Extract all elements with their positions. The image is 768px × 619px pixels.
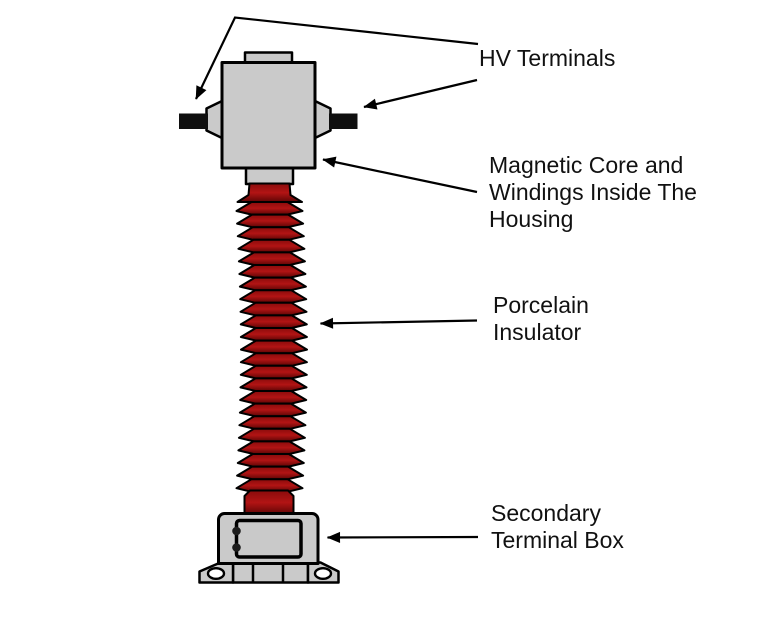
arrow-to-porcelain-insulator (319, 317, 478, 329)
insulator-shed (239, 352, 308, 367)
callout-arrows (195, 16, 479, 544)
insulator-shed (239, 289, 308, 304)
arrow-to-secondary-terminal-box (326, 531, 479, 544)
cover-hinge-top (232, 526, 241, 536)
left-terminal-cone (205, 99, 224, 140)
mounting-hole-right (313, 567, 333, 581)
right-terminal-cone (313, 99, 332, 140)
insulator-shed (237, 238, 306, 254)
arrow-to-right-hv-terminal (363, 78, 478, 110)
label-magnetic-core: Magnetic Core and Windings Inside The Ho… (489, 152, 697, 232)
insulator-shed (239, 301, 308, 317)
label-porcelain-insulator: Porcelain Insulator (493, 292, 589, 345)
insulator-shed (240, 339, 308, 355)
arrow-to-left-hv-terminal (195, 16, 479, 100)
insulator-shed (239, 390, 308, 405)
label-hv-terminals: HV Terminals (479, 45, 616, 71)
right-hv-terminal-stub (329, 113, 358, 129)
insulator-shed (238, 402, 307, 418)
insulator-shed (238, 264, 307, 279)
insulator-shed (236, 453, 305, 468)
insulator-top-bell (236, 182, 303, 203)
label-secondary-terminal-box: Secondary Terminal Box (491, 500, 624, 553)
housing-group (179, 51, 358, 186)
insulator-shed (237, 427, 306, 443)
porcelain-insulator-group (235, 182, 308, 516)
cover-hinge-bottom (232, 543, 241, 552)
insulator-shed (238, 415, 307, 430)
arrow-to-core-housing (322, 156, 478, 194)
secondary-terminal-box-group (198, 512, 340, 584)
insulator-shed (239, 377, 308, 392)
insulator-shed (237, 440, 306, 455)
insulator-shed (237, 251, 306, 266)
insulator-shed (238, 276, 307, 292)
insulator-shed (236, 213, 305, 229)
insulator-lower-neck (243, 489, 295, 516)
insulator-shed (235, 201, 304, 216)
core-housing-box (220, 61, 317, 170)
housing-bottom-cap (244, 165, 295, 186)
insulator-shed (239, 314, 308, 329)
mounting-hole-left (206, 567, 226, 581)
terminal-box-cover-plate (234, 518, 303, 559)
left-hv-terminal-stub (179, 113, 208, 129)
insulator-shed (239, 364, 308, 380)
mounting-base-bar (231, 561, 310, 584)
insulator-shed (236, 465, 305, 481)
insulator-shed (239, 327, 308, 342)
insulator-shed (236, 226, 305, 241)
